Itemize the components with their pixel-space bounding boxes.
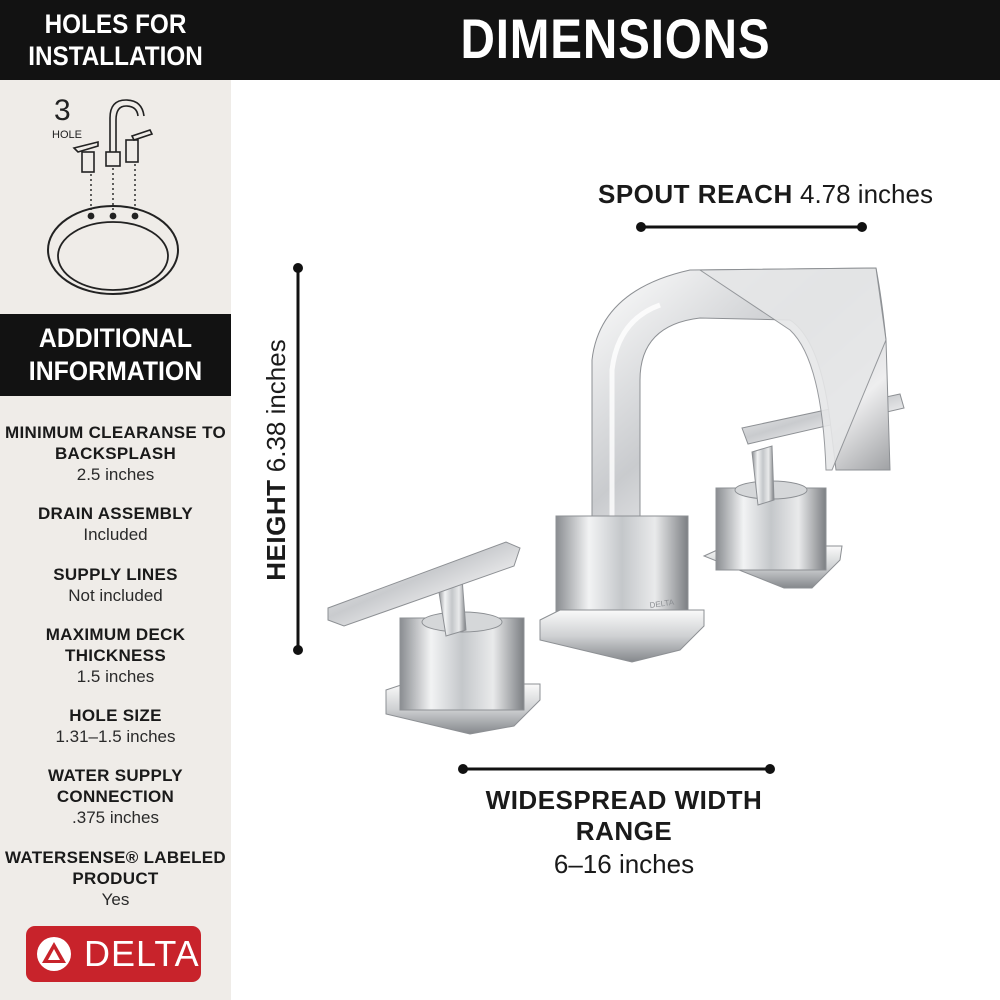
info-label: SUPPLY LINES	[53, 565, 178, 584]
delta-triangle-icon	[37, 937, 71, 971]
delta-logo: DELTA	[26, 926, 201, 982]
height-dimension-line	[293, 263, 303, 655]
additional-information-header: ADDITIONAL INFORMATION	[0, 314, 231, 396]
delta-logo-text: DELTA	[84, 933, 200, 974]
three-hole-diagram: 3 HOLE	[40, 90, 190, 300]
info-value: 1.5 inches	[76, 667, 155, 686]
info-value: Not included	[68, 586, 163, 605]
faucet-brand-mark: DELTA	[649, 598, 675, 610]
info-label: BACKSPLASH	[54, 444, 177, 463]
info-hole-size: HOLE SIZE 1.31–1.5 inches	[0, 705, 231, 747]
right-handle	[702, 393, 905, 589]
info-drain-assembly: DRAIN ASSEMBLY Included	[0, 503, 231, 545]
info-label: WATER SUPPLY	[48, 766, 183, 785]
info-value: .375 inches	[72, 808, 159, 827]
info-value: 2.5 inches	[76, 465, 155, 484]
dimensions-header: DIMENSIONS	[231, 0, 1000, 80]
info-value: 1.31–1.5 inches	[55, 727, 176, 746]
sink-basin-icon	[47, 205, 179, 295]
hole-guides	[90, 164, 136, 210]
spout: DELTA	[539, 267, 891, 663]
info-label: WATERSENSE® LABELED	[5, 848, 226, 867]
spout-reach-title: SPOUT REACH	[598, 179, 793, 209]
info-label: MAXIMUM DECK	[45, 625, 186, 644]
info-max-deck-thickness: MAXIMUM DECK THICKNESS 1.5 inches	[0, 624, 231, 687]
holes-header-line2: INSTALLATION	[28, 41, 203, 71]
info-watersense: WATERSENSE® LABELED PRODUCT Yes	[0, 847, 231, 910]
info-label: HOLE SIZE	[69, 706, 162, 725]
hole-label: HOLE	[52, 129, 82, 141]
info-water-supply-connection: WATER SUPPLY CONNECTION .375 inches	[0, 765, 231, 828]
width-title: WIDESPREAD WIDTH RANGE	[485, 785, 763, 846]
dimensions-title: DIMENSIONS	[460, 7, 771, 70]
additional-header-line1: ADDITIONAL	[38, 323, 193, 353]
info-label: DRAIN ASSEMBLY	[37, 504, 194, 523]
hole-count: 3	[54, 94, 71, 127]
width-label: WIDESPREAD WIDTH RANGE 6–16 inches	[460, 785, 788, 880]
info-label: PRODUCT	[72, 869, 159, 888]
width-value: 6–16 inches	[553, 849, 695, 879]
holes-for-installation-header: HOLES FOR INSTALLATION	[0, 0, 231, 80]
faucet-sketch-icon	[72, 99, 154, 173]
additional-header-line2: INFORMATION	[28, 356, 203, 386]
spout-reach-dimension-line	[636, 222, 867, 232]
info-supply-lines: SUPPLY LINES Not included	[0, 564, 231, 606]
info-min-clearance: MINIMUM CLEARANSE TO BACKSPLASH 2.5 inch…	[0, 422, 231, 485]
info-value: Yes	[101, 890, 130, 909]
width-dimension-line	[458, 764, 775, 774]
spout-reach-value: 4.78 inches	[799, 179, 933, 209]
info-label: MINIMUM CLEARANSE TO	[4, 423, 226, 442]
spout-reach-label: SPOUT REACH 4.78 inches	[598, 178, 933, 210]
left-handle	[327, 541, 541, 735]
info-label: CONNECTION	[56, 787, 175, 806]
info-label: THICKNESS	[65, 646, 166, 665]
holes-header-line1: HOLES FOR	[44, 9, 187, 39]
info-value: Included	[83, 525, 148, 544]
